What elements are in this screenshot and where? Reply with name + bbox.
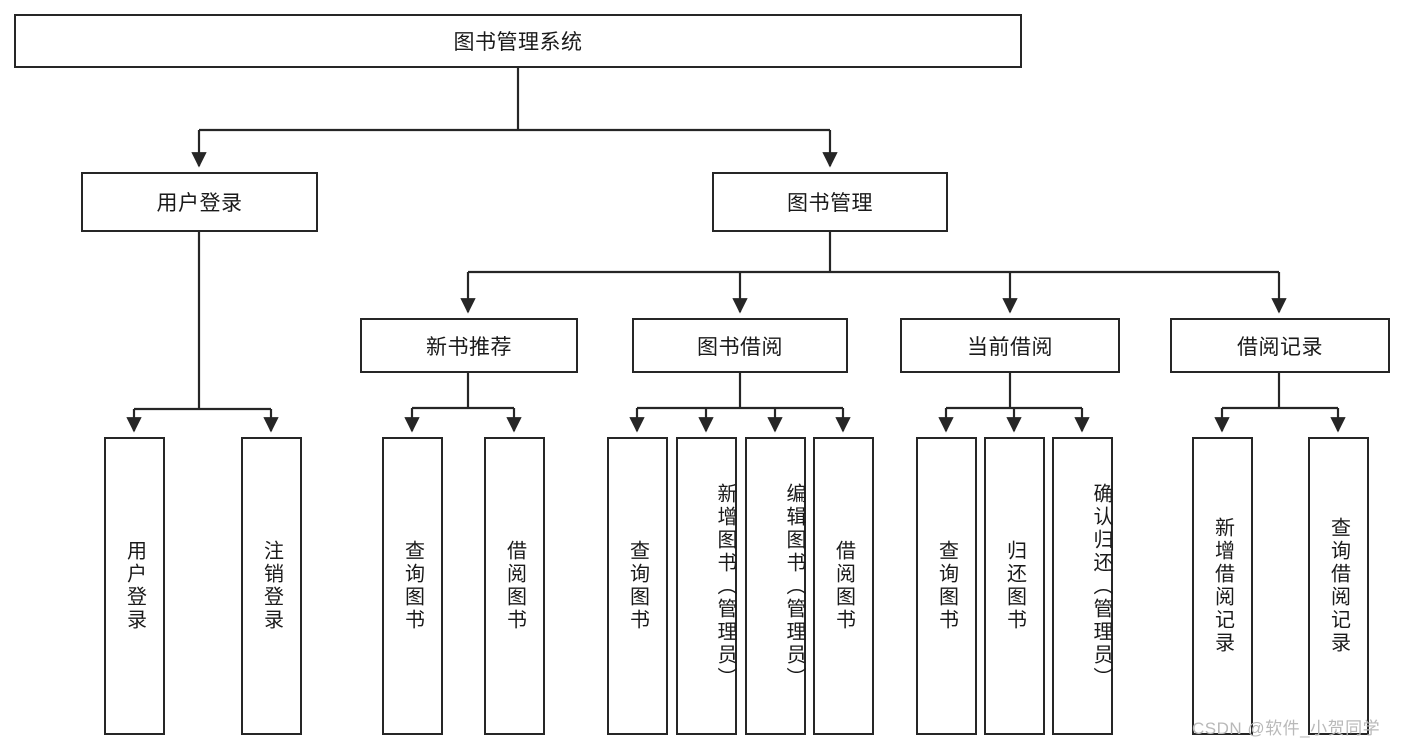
node-book-management[interactable]: 图书管理	[712, 172, 948, 232]
node-label: 查询借阅记录	[1327, 517, 1350, 655]
leaf-query-book-current[interactable]: 查询图书	[916, 437, 977, 735]
leaf-return-book[interactable]: 归还图书	[984, 437, 1045, 735]
node-label: 注销登录	[260, 540, 283, 632]
node-label: 用户登录	[156, 192, 243, 215]
node-label: 图书管理	[787, 192, 873, 215]
leaf-confirm-return-admin[interactable]: 确认归还（管理员）	[1052, 437, 1113, 735]
node-label: 图书借阅	[697, 335, 783, 359]
node-borrow-record[interactable]: 借阅记录	[1170, 318, 1390, 373]
node-label: 新增图书（管理员）	[714, 482, 736, 690]
node-label: 归还图书	[1003, 540, 1026, 632]
node-label: 新书推荐	[426, 335, 512, 359]
node-label: 查询图书	[935, 540, 958, 632]
leaf-logout-login[interactable]: 注销登录	[241, 437, 302, 735]
node-label: 借阅图书	[832, 540, 855, 632]
node-label: 确认归还（管理员）	[1090, 482, 1112, 690]
leaf-user-login[interactable]: 用户登录	[104, 437, 165, 735]
node-label: 查询图书	[401, 540, 424, 632]
leaf-edit-book-admin[interactable]: 编辑图书（管理员）	[745, 437, 806, 735]
leaf-borrow-book-recommend[interactable]: 借阅图书	[484, 437, 545, 735]
leaf-query-book-borrow[interactable]: 查询图书	[607, 437, 668, 735]
node-book-borrow[interactable]: 图书借阅	[632, 318, 848, 373]
leaf-borrow-book[interactable]: 借阅图书	[813, 437, 874, 735]
node-label: 编辑图书（管理员）	[783, 482, 805, 690]
node-root-book-management-system[interactable]: 图书管理系统	[14, 14, 1022, 68]
leaf-query-borrow-record[interactable]: 查询借阅记录	[1308, 437, 1369, 735]
node-label: 借阅记录	[1237, 335, 1323, 359]
node-label: 当前借阅	[967, 335, 1053, 359]
leaf-add-borrow-record[interactable]: 新增借阅记录	[1192, 437, 1253, 735]
node-new-book-recommend[interactable]: 新书推荐	[360, 318, 578, 373]
node-label: 用户登录	[123, 540, 146, 632]
node-label: 查询图书	[626, 540, 649, 632]
node-label: 新增借阅记录	[1211, 517, 1234, 655]
node-label: 图书管理系统	[453, 31, 583, 54]
node-current-borrow[interactable]: 当前借阅	[900, 318, 1120, 373]
leaf-add-book-admin[interactable]: 新增图书（管理员）	[676, 437, 737, 735]
csdn-watermark: CSDN @软件_小贺同学	[1192, 719, 1381, 738]
node-label: 借阅图书	[503, 540, 526, 632]
leaf-query-book-recommend[interactable]: 查询图书	[382, 437, 443, 735]
node-user-login[interactable]: 用户登录	[81, 172, 318, 232]
